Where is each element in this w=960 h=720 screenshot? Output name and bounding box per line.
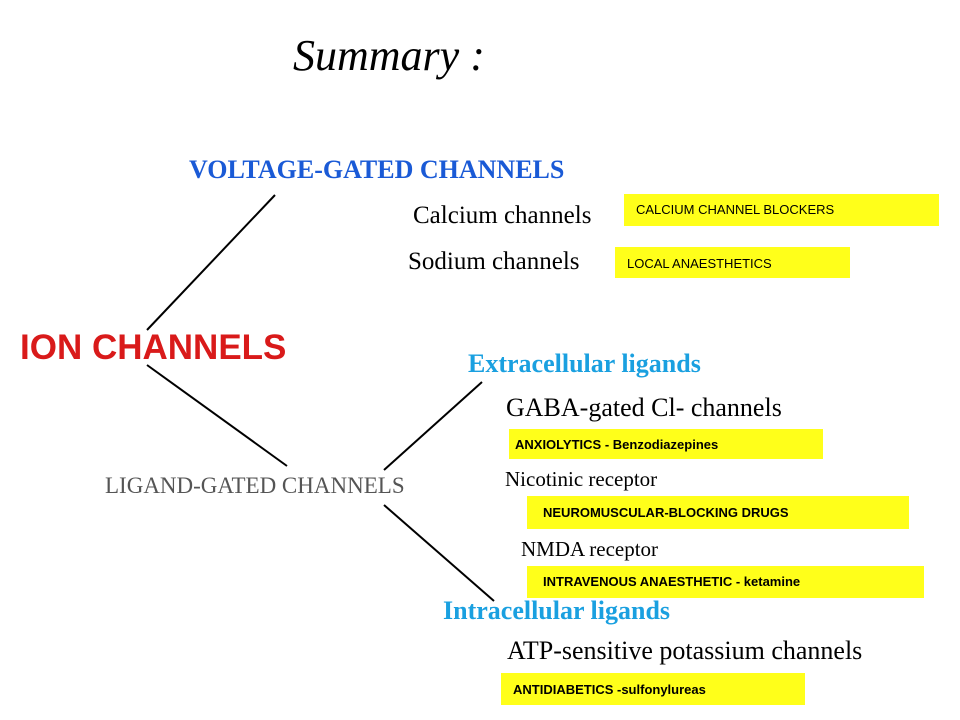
sub-branch-intracellular-ligands: Intracellular ligands <box>443 596 671 625</box>
item-calcium-channels: Calcium channels <box>413 202 592 229</box>
root-node-ion-channels: ION CHANNELS <box>20 328 287 367</box>
item-atp-sensitive-potassium-channels: ATP-sensitive potassium channels <box>507 636 863 665</box>
drug-label-calcium-channel-blockers: CALCIUM CHANNEL BLOCKERS <box>624 194 939 226</box>
line-ligand-to-intracellular <box>383 504 495 602</box>
item-nmda-receptor: NMDA receptor <box>521 537 659 561</box>
drug-label-antidiabetics: ANTIDIABETICS -sulfonylureas <box>501 673 805 705</box>
drug-label-local-anaesthetics: LOCAL ANAESTHETICS <box>615 247 850 278</box>
item-nicotinic-receptor: Nicotinic receptor <box>505 467 658 491</box>
branch-ligand-gated: LIGAND-GATED CHANNELS <box>105 473 405 498</box>
drug-label-intravenous-anaesthetic: INTRAVENOUS ANAESTHETIC - ketamine <box>527 566 924 598</box>
drug-label-neuromuscular-blocking: NEUROMUSCULAR-BLOCKING DRUGS <box>527 496 909 529</box>
sub-branch-extracellular-ligands: Extracellular ligands <box>468 349 701 378</box>
drug-label-anxiolytics: ANXIOLYTICS - Benzodiazepines <box>509 429 823 459</box>
line-root-to-ligand <box>146 364 288 467</box>
page-title: Summary : <box>293 31 485 80</box>
item-gaba-gated-channels: GABA-gated Cl- channels <box>506 393 782 422</box>
line-root-to-voltage <box>146 194 276 331</box>
branch-voltage-gated: VOLTAGE-GATED CHANNELS <box>189 155 565 184</box>
item-sodium-channels: Sodium channels <box>408 248 580 275</box>
line-ligand-to-extracellular <box>383 381 483 471</box>
